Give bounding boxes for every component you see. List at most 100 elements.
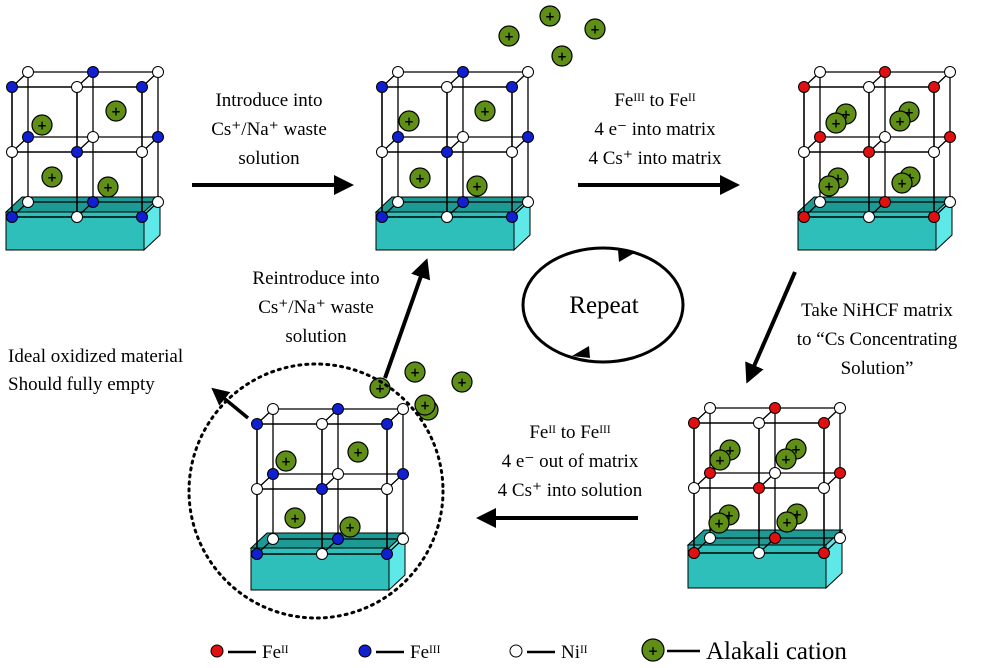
cation-plus: + [47,171,57,185]
lattice-atom [769,467,781,479]
cation-plus: + [281,455,291,469]
cation-plus: + [841,108,851,122]
alkali-cation: + [97,176,119,198]
lattice-atom [397,403,409,415]
cation-plus: + [557,50,567,64]
lattice-atom [704,467,716,479]
lattice-atom [879,131,891,143]
cation-plus: + [833,172,843,186]
step3-line1: Take NiHCF matrix [801,300,953,321]
cation-plus: + [782,516,792,530]
cation-plus: + [375,382,385,396]
lattice-atom [928,146,940,158]
lattice-atom [71,146,83,158]
alkali-cation: + [889,110,911,132]
cation-ball [891,172,913,194]
cation-plus: + [111,105,121,119]
step4-line3: 4 Cs⁺ into solution [498,480,643,501]
cation-ball [466,175,488,197]
lattice-atom [381,483,393,495]
ideal-label: Ideal oxidized material Should fully emp… [8,346,183,395]
cation-plus: + [457,376,467,390]
lattice-atom [879,66,891,78]
lattices-group: +++++++++++++++++++++++++++++++++++++ [4,5,956,592]
alkali-cation: + [398,110,420,132]
lattice-atom [753,547,765,559]
lattice-atom [769,402,781,414]
step2-line2: 4 e⁻ into matrix [594,119,716,140]
alkali-cation: + [339,516,361,538]
lattice-atom [22,196,34,208]
lattice-atom [87,66,99,78]
cation-plus: + [410,366,420,380]
lattice-atom [376,211,388,223]
lattice-atom [834,467,846,479]
cation-ball [97,176,119,198]
cation-ball [539,5,561,27]
lattice-atom [152,66,164,78]
cation-plus: + [504,30,514,44]
ideal-highlight-circle [187,362,445,620]
lattice-atom [944,66,956,78]
cation-plus: + [897,177,907,191]
cation-plus: + [415,172,425,186]
alkali-cation: + [551,45,573,67]
ideal-line1: Ideal oxidized material [8,346,183,367]
lattice-atom [22,66,34,78]
lattice-atom [928,81,940,93]
legend-fe2-label: Feᴵᴵ [262,642,289,663]
lattice-atom [879,196,891,208]
cation-ball [498,25,520,47]
step4-line2: 4 e⁻ out of matrix [502,451,639,472]
alkali-cation: + [776,511,798,533]
lattice-atom [944,196,956,208]
step2-line1: Feᴵᴵᴵ to Feᴵᴵ [614,90,695,111]
lattice-atom [136,211,148,223]
cation-plus: + [37,119,47,133]
cation-plus: + [781,453,791,467]
lattice-reduced: ++++++++ [796,66,956,252]
lattice-atom [457,131,469,143]
cation-ball [275,450,297,472]
lattice-atom [316,548,328,560]
cation-plus: + [824,180,834,194]
step4-label: Feᴵᴵ to Feᴵᴵᴵ 4 e⁻ out of matrix 4 Cs⁺ i… [498,422,643,501]
alkali-cation: + [404,361,426,383]
alkali-cation: + [539,5,561,27]
cation-plus: + [715,454,725,468]
lattice-atom [704,532,716,544]
lattice-atom [457,66,469,78]
lattice-atom [251,483,263,495]
legend: Feᴵᴵ Feᴵᴵᴵ Niᴵᴵ + Alakali cation [210,638,847,665]
lattice-introduced: ++++ [374,66,534,252]
lattice-atom [441,81,453,93]
lattice-atom [944,131,956,143]
cation-ball [41,166,63,188]
legend-fe3-swatch [358,644,372,658]
alkali-cation: + [825,112,847,134]
cation-ball [409,167,431,189]
lattice-atom [332,468,344,480]
step2-line3: 4 Cs⁺ into matrix [589,148,723,169]
alkali-cation: + [708,512,730,534]
alkali-cation: + [818,175,840,197]
cation-plus: + [480,105,490,119]
lattice-atom [814,66,826,78]
lattice-atom [753,482,765,494]
lattice-atom [928,211,940,223]
cation-plus: + [724,509,734,523]
lattice-atom [87,196,99,208]
lattice-atom [316,483,328,495]
step1-line2: Cs⁺/Na⁺ waste [211,119,327,140]
lattice-atom [251,548,263,560]
cation-ball [339,516,361,538]
lattice-atom [818,417,830,429]
repeat-cycle: Repeat [521,246,685,364]
step4-line1: Feᴵᴵ to Feᴵᴵᴵ [529,422,610,443]
lattice-atom [332,403,344,415]
lattice-atom [136,81,148,93]
lattice-atom [704,402,716,414]
alkali-cation: + [31,114,53,136]
lattice-atom [376,146,388,158]
cation-plus: + [590,23,600,37]
